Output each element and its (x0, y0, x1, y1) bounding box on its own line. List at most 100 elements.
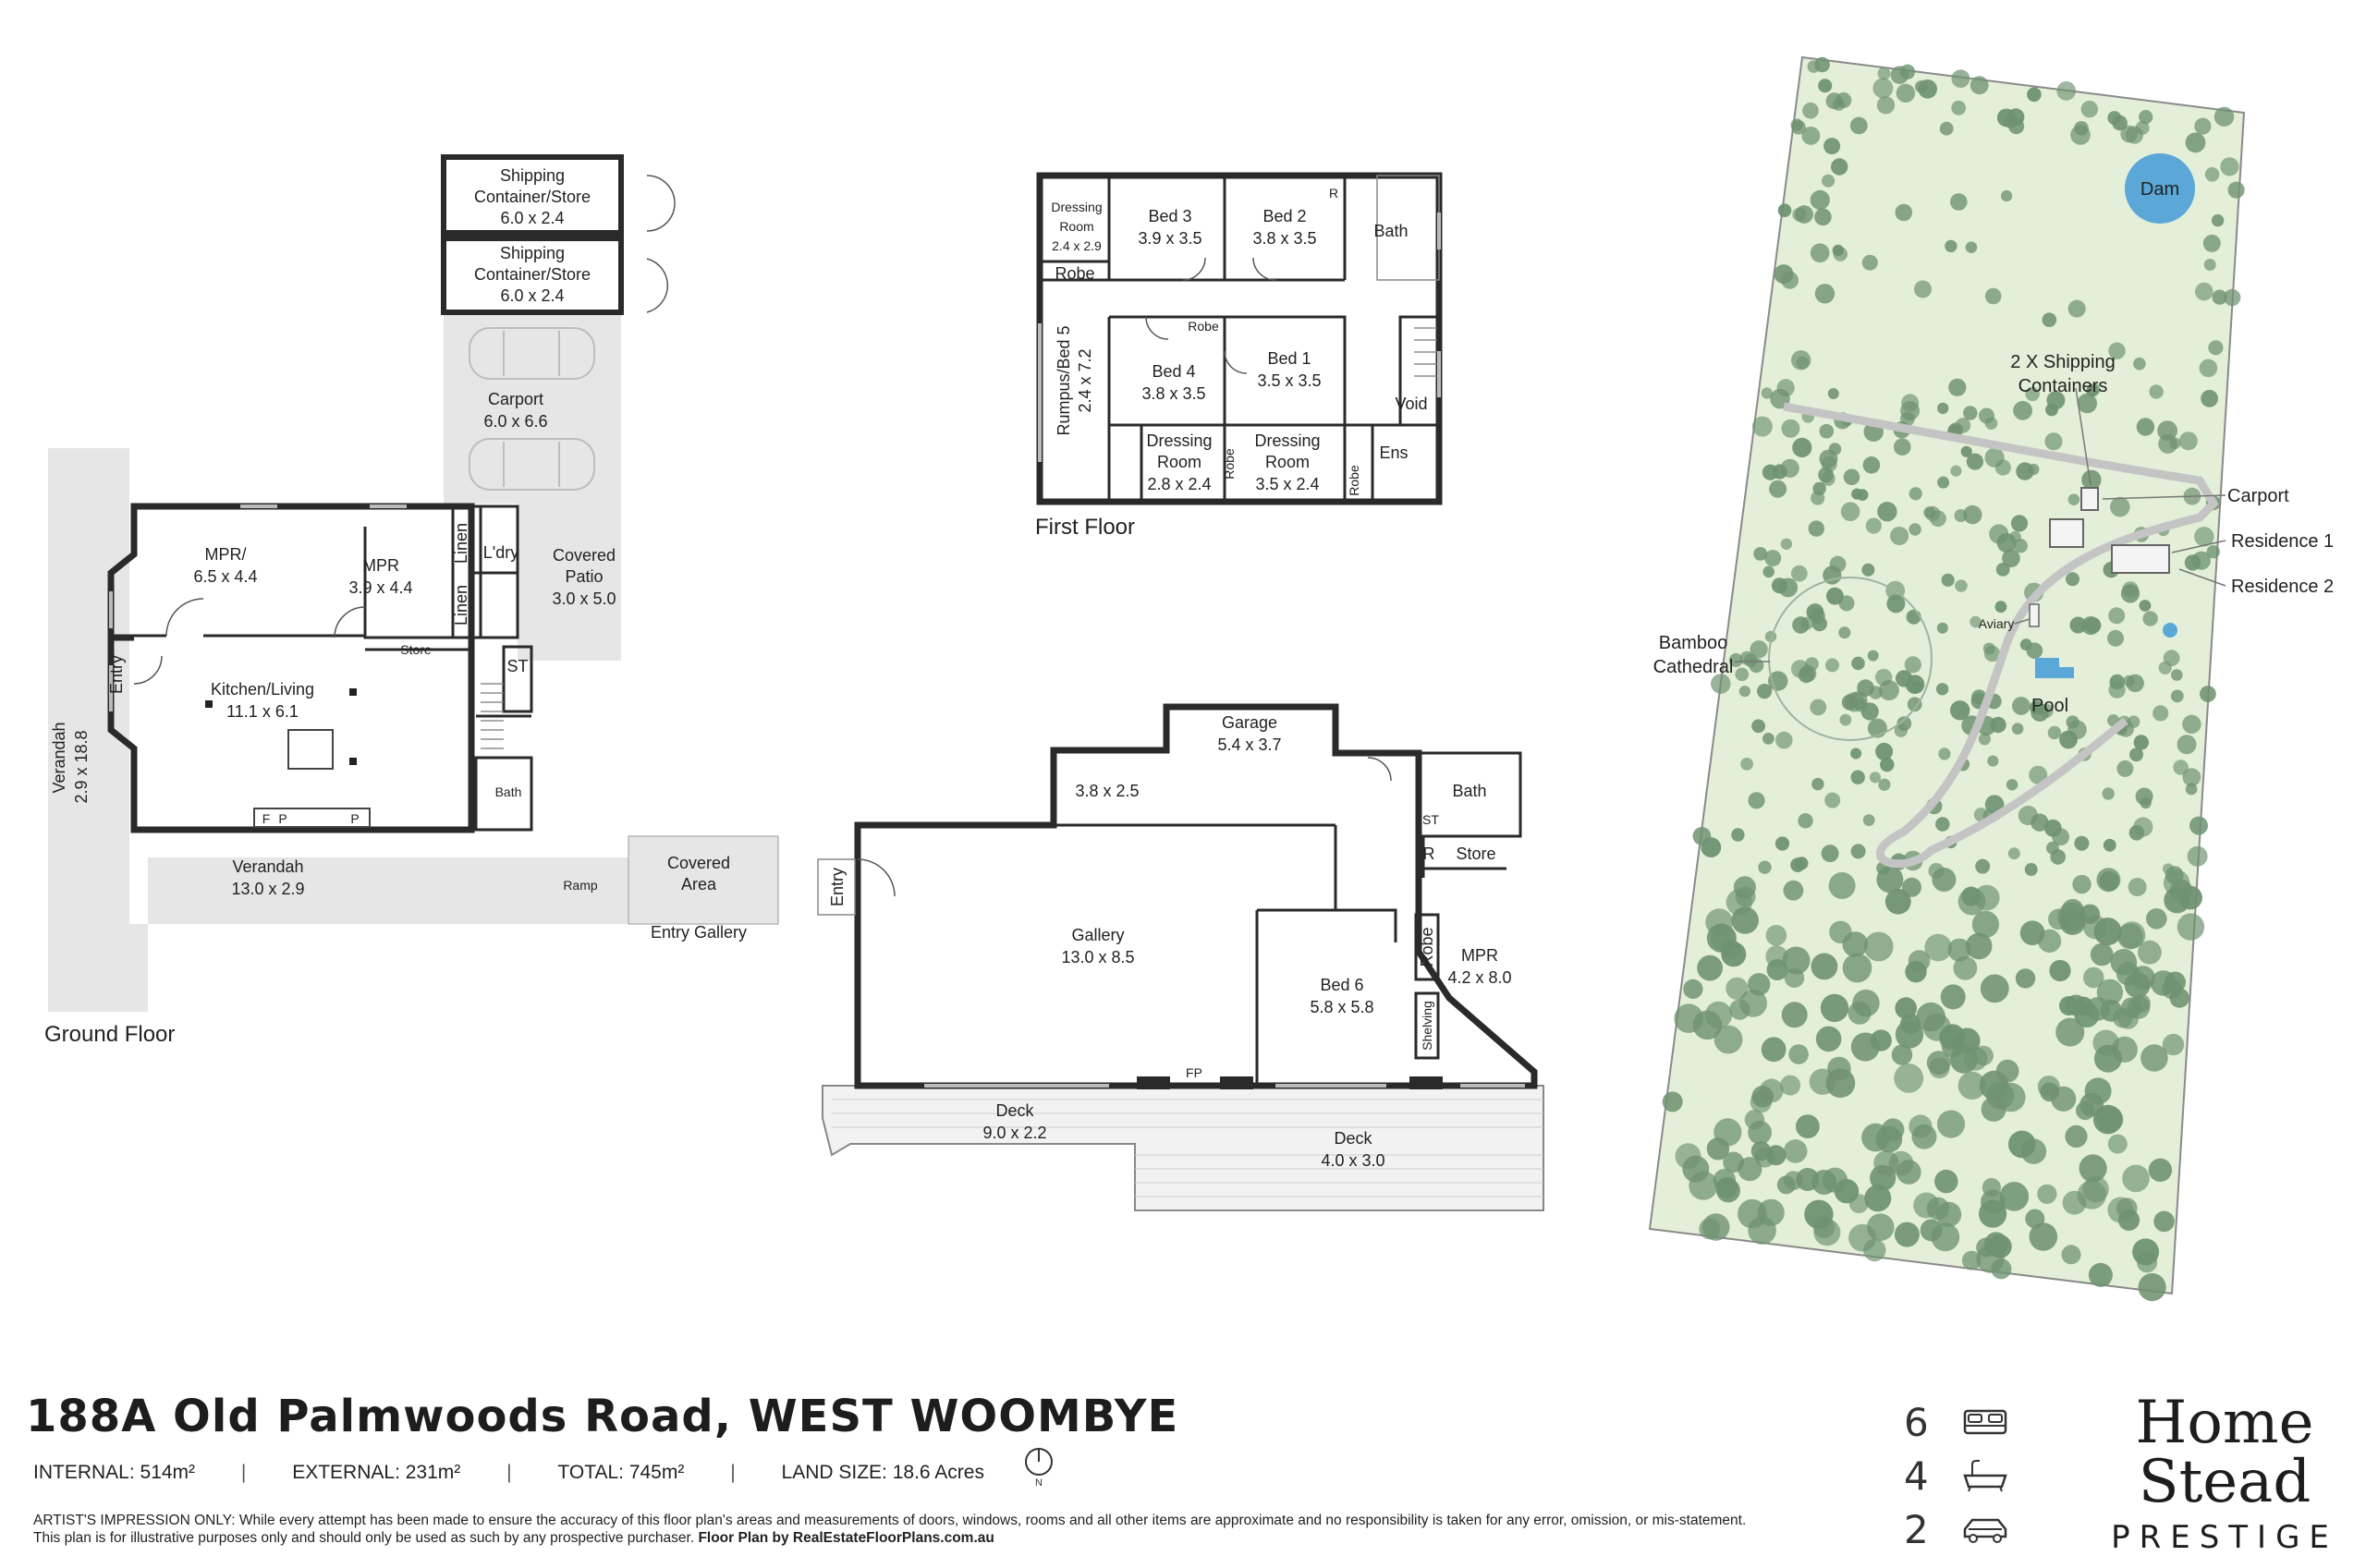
tree-icon (2171, 669, 2183, 681)
stairs-first (1414, 327, 1437, 377)
tree-icon (2138, 940, 2162, 965)
car-count-row: 2 (1904, 1502, 2043, 1556)
tree-icon (1825, 658, 1839, 673)
tree-icon (2214, 106, 2235, 127)
tree-icon (2201, 389, 2219, 407)
tree-icon (1865, 517, 1882, 534)
tree-icon (2008, 1130, 2036, 1159)
covered-patio-area (518, 504, 621, 661)
tree-icon (1818, 79, 1833, 93)
tree-icon (1970, 76, 1989, 95)
label-st: ST (506, 657, 528, 675)
tree-icon (1891, 1044, 1913, 1065)
tree-icon (1749, 658, 1764, 674)
tree-icon (1792, 437, 1812, 457)
tree-icon (1843, 468, 1860, 486)
label-store-right: Store (1456, 845, 1495, 863)
label-bed6-size: 5.8 x 5.8 (1310, 998, 1373, 1016)
tree-icon (2088, 1262, 2113, 1287)
tree-icon (1935, 683, 1949, 696)
car-icon (1963, 1518, 2007, 1543)
label-void: Void (1395, 395, 1427, 413)
label-mpr1-size: 6.5 x 4.4 (193, 567, 257, 586)
label-aviary: Aviary (1979, 616, 2015, 631)
tree-icon (1819, 423, 1835, 439)
tree-icon (1762, 733, 1774, 745)
tree-icon (1706, 1137, 1730, 1161)
tree-icon (2111, 1036, 2138, 1063)
tree-icon (2062, 1190, 2087, 1215)
tree-icon (2006, 779, 2018, 791)
label-entry-left: Entry (107, 655, 126, 694)
tree-icon (2070, 125, 2091, 145)
ground-floor-left (48, 154, 779, 1012)
label-room-38: 3.8 x 2.5 (1075, 782, 1139, 800)
tree-icon (2116, 760, 2134, 777)
tree-icon (2185, 132, 2206, 153)
tree-icon (2067, 299, 2086, 318)
stat-separator: | (730, 1462, 736, 1483)
tree-icon (1905, 961, 1927, 983)
tree-icon (2117, 1008, 2139, 1029)
tree-icon (1896, 83, 1916, 103)
tree-icon (1880, 757, 1895, 772)
tree-icon (1814, 284, 1835, 304)
tree-icon (1863, 1238, 1886, 1262)
bed-count: 6 (1904, 1399, 1929, 1445)
tree-icon (1937, 476, 1950, 489)
tree-icon (2200, 686, 2216, 702)
label-bed3: Bed 3 (1148, 207, 1191, 225)
tree-icon (1820, 993, 1849, 1023)
tree-icon (2133, 735, 2149, 750)
label-verandah-front: Verandah (232, 857, 303, 876)
tree-icon (2177, 913, 2205, 941)
tree-icon (1924, 933, 1952, 962)
tree-icon (1965, 241, 1978, 254)
tree-icon (2024, 863, 2038, 876)
tree-icon (1894, 1222, 1920, 1247)
tree-icon (1809, 1068, 1836, 1095)
tree-icon (1848, 691, 1868, 710)
bath-count: 4 (1904, 1453, 1929, 1499)
tree-icon (1877, 502, 1897, 522)
label-ens: Ens (1379, 444, 1408, 462)
label-store-small: Store (400, 642, 432, 657)
tree-icon (1828, 872, 1856, 899)
tree-icon (2162, 978, 2182, 1000)
tree-icon (1759, 1078, 1784, 1103)
tree-icon (1811, 777, 1824, 791)
tree-icon (1895, 997, 1917, 1019)
tree-icon (1839, 713, 1852, 726)
tree-icon (1780, 1075, 1801, 1096)
label-bamboo-b: Cathedral (1653, 657, 1734, 677)
tree-icon (1740, 758, 1753, 771)
tree-icon (1812, 1216, 1835, 1239)
entry-steps (817, 858, 856, 916)
label-dressing2-a: Dressing (1146, 432, 1212, 450)
tree-icon (2081, 469, 2102, 490)
label-carport-site: Carport (2227, 486, 2289, 506)
tree-icon (2046, 391, 2066, 410)
tree-icon (2194, 527, 2214, 547)
tree-icon (1963, 406, 1978, 420)
tree-icon (1790, 118, 1804, 131)
tree-icon (1754, 1147, 1775, 1168)
label-carport-size: 6.0 x 6.6 (483, 412, 547, 431)
tree-icon (1914, 280, 1932, 298)
label-fp: FP (1186, 1065, 1202, 1080)
tree-icon (1832, 244, 1845, 257)
tree-icon (1731, 906, 1759, 934)
tree-icon (1938, 1026, 1963, 1051)
address-suburb: WEST WOOMBYE (748, 1391, 1179, 1442)
tree-icon (1948, 378, 1967, 396)
tree-icon (1976, 1245, 2005, 1273)
label-dressing1-b: Room (1059, 219, 1093, 234)
tree-icon (2107, 629, 2124, 647)
carport-area (444, 310, 621, 504)
tree-icon (1748, 1216, 1776, 1245)
tree-icon (2004, 114, 2018, 129)
dam-shape (2125, 153, 2195, 224)
tree-icon (2173, 760, 2189, 775)
tree-icon (1822, 174, 1835, 188)
tree-icon (2118, 921, 2146, 949)
